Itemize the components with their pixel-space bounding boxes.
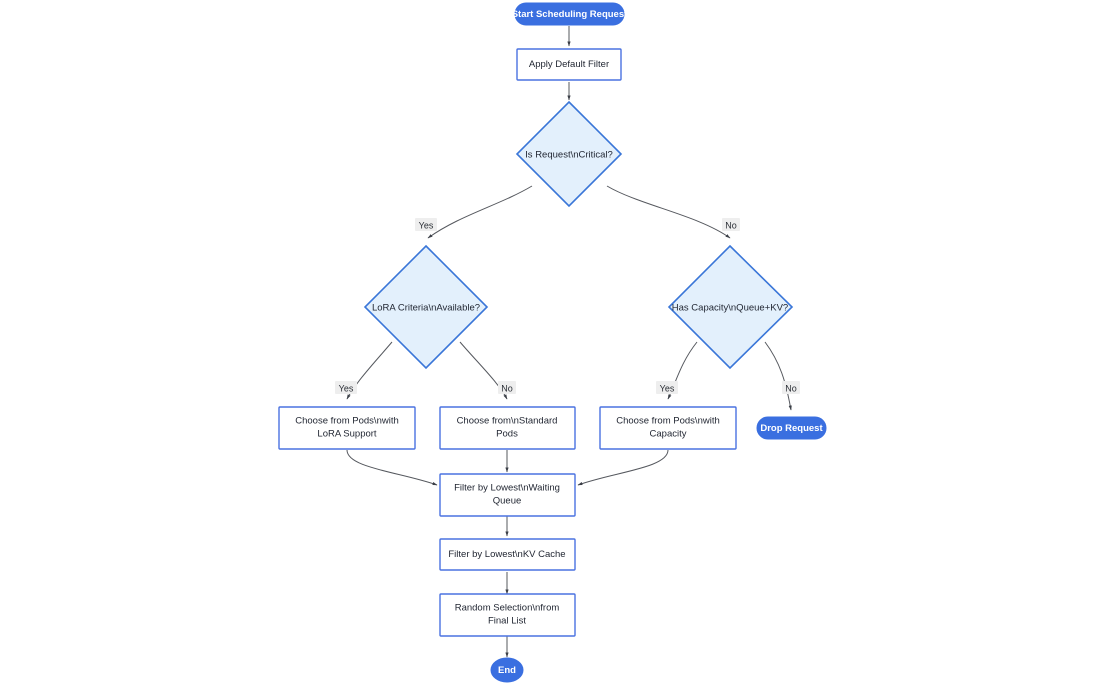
node-apply-default-filter[interactable]: Apply Default Filter [516,48,622,81]
node-random-selection-shape[interactable] [439,593,576,637]
edge-label-lora-yes-text: Yes [339,383,354,393]
edge-critical-no-to-has-capacity [606,185,731,239]
node-choose-capacity-pods[interactable]: Choose from Pods\nwith Capacity [599,406,737,450]
edge-label-capacity-yes: Yes [656,381,678,394]
edge-capacity-no-to-drop-request [764,341,792,411]
edge-layer [346,26,792,658]
edge-critical-yes-to-lora-criteria [427,185,533,239]
edge-label-critical-yes: Yes [415,218,437,231]
edge-label-critical-yes-text: Yes [419,220,434,230]
node-choose-lora-pods-label-line1: Choose from Pods\nwith [295,416,399,427]
node-layer: Start Scheduling Request Apply Default F… [278,2,827,683]
edge-label-lora-no-text: No [501,383,513,393]
node-choose-lora-pods-label-line2: LoRA Support [317,429,377,440]
node-drop-request[interactable]: Drop Request [756,416,827,440]
node-end-shape[interactable] [490,657,524,683]
node-filter-waiting-queue-label-line1: Filter by Lowest\nWaiting [454,483,560,494]
node-apply-default-filter-shape[interactable] [516,48,622,81]
node-random-selection-label-line1: Random Selection\nfrom [455,603,560,614]
node-choose-capacity-pods-label-line1: Choose from Pods\nwith [616,416,720,427]
edge-lora-no-to-choose-standard-pods [459,341,508,400]
edge-lora-yes-to-choose-lora-pods [346,341,393,400]
edge-choose-lora-pods-to-filter-waiting-queue [346,449,438,486]
node-choose-standard-pods-shape[interactable] [439,406,576,450]
node-end-label: End [498,665,516,676]
edge-label-capacity-yes-text: Yes [660,383,675,393]
edge-capacity-yes-to-choose-capacity-pods [667,341,698,400]
edge-label-layer: Yes No Yes No Yes No [335,218,800,394]
node-start-label: Start Scheduling Request [512,9,628,20]
edge-label-lora-no: No [498,381,516,394]
node-filter-kv-cache-shape[interactable] [439,538,576,571]
edge-label-capacity-no: No [782,381,800,394]
node-choose-standard-pods[interactable]: Choose from\nStandard Pods [439,406,576,450]
node-has-capacity-label: Has Capacity\nQueue+KV? [672,303,788,314]
node-choose-standard-pods-label-line2: Pods [496,429,518,440]
node-lora-criteria-available-shape[interactable] [363,244,489,370]
node-lora-criteria-available[interactable]: LoRA Criteria\nAvailable? [363,244,489,370]
node-end[interactable]: End [490,657,524,683]
node-choose-lora-pods-shape[interactable] [278,406,416,450]
node-choose-lora-pods[interactable]: Choose from Pods\nwith LoRA Support [278,406,416,450]
node-random-selection-label-line2: Final List [488,616,526,627]
node-is-request-critical-shape[interactable] [515,100,623,208]
node-has-capacity[interactable]: Has Capacity\nQueue+KV? [667,244,794,370]
node-filter-kv-cache[interactable]: Filter by Lowest\nKV Cache [439,538,576,571]
node-drop-request-label: Drop Request [760,423,823,434]
edge-label-critical-no: No [722,218,740,231]
node-choose-capacity-pods-shape[interactable] [599,406,737,450]
node-choose-capacity-pods-label-line2: Capacity [650,429,687,440]
node-is-request-critical-label: Is Request\nCritical? [525,150,613,161]
node-lora-criteria-available-label: LoRA Criteria\nAvailable? [372,303,480,314]
node-start-shape[interactable] [514,2,625,26]
node-start[interactable]: Start Scheduling Request [512,2,628,26]
edge-choose-capacity-pods-to-filter-waiting-queue [577,449,669,486]
node-drop-request-shape[interactable] [756,416,827,440]
node-filter-waiting-queue[interactable]: Filter by Lowest\nWaiting Queue [439,473,576,517]
node-has-capacity-shape[interactable] [667,244,794,370]
node-random-selection[interactable]: Random Selection\nfrom Final List [439,593,576,637]
edge-label-critical-no-text: No [725,220,737,230]
node-filter-waiting-queue-label-line2: Queue [493,496,522,507]
node-is-request-critical[interactable]: Is Request\nCritical? [515,100,623,208]
edge-label-capacity-no-text: No [785,383,797,393]
node-filter-waiting-queue-shape[interactable] [439,473,576,517]
node-choose-standard-pods-label-line1: Choose from\nStandard [457,416,558,427]
node-filter-kv-cache-label: Filter by Lowest\nKV Cache [448,549,565,560]
edge-label-lora-yes: Yes [335,381,357,394]
node-apply-default-filter-label: Apply Default Filter [529,59,609,70]
